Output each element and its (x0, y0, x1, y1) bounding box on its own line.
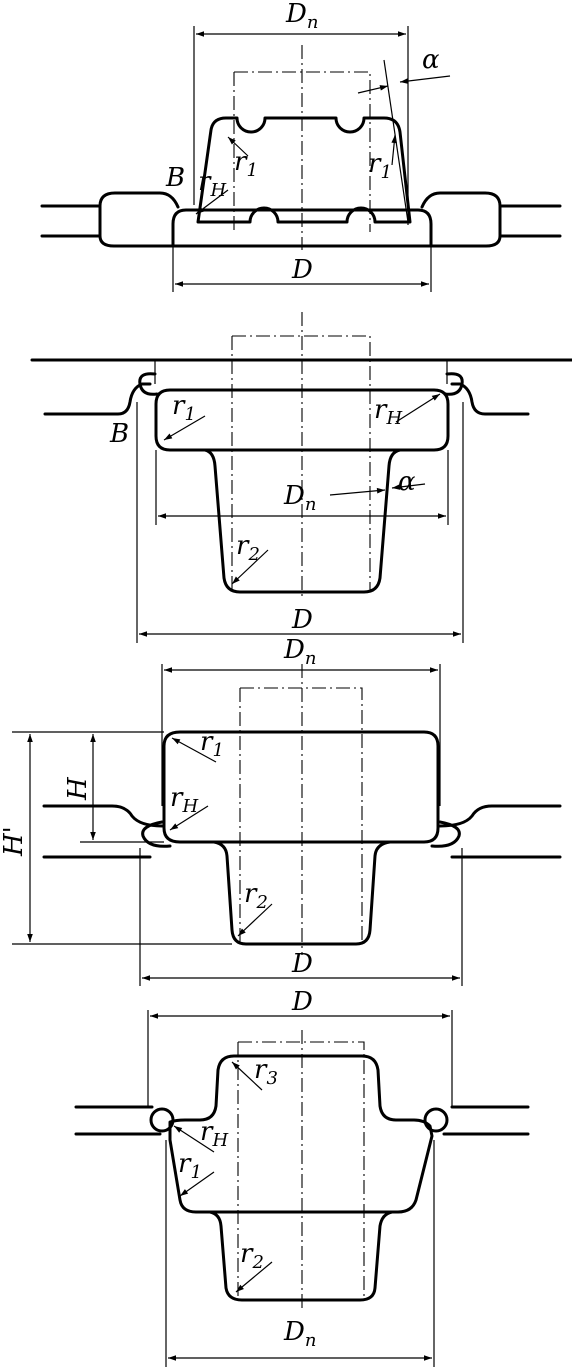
parting-line (498, 204, 562, 238)
flash (423, 1107, 449, 1133)
label-D: D (291, 255, 313, 285)
label-D: D (291, 987, 313, 1017)
label-r1: r1 (368, 149, 392, 183)
label-alpha: α (398, 467, 416, 497)
contour-line (239, 687, 363, 944)
forging-outline (162, 730, 440, 844)
flash (98, 191, 180, 248)
label-B: B (109, 419, 129, 449)
label-Hprime: H' (0, 826, 29, 857)
label-r1: r1 (178, 1149, 202, 1183)
forging-outline (196, 116, 412, 224)
flash (141, 820, 172, 848)
label-r1: r1 (200, 727, 224, 761)
label-D: D (291, 949, 313, 979)
parting-line (450, 382, 530, 416)
label-r2: r2 (236, 531, 260, 565)
panel-2: Dn D α r1 rH r2 B (30, 312, 572, 643)
label-Dn: Dn (285, 0, 318, 33)
label-rH: rH (200, 1117, 228, 1151)
label-r2: r2 (244, 879, 268, 913)
forging-outline (203, 448, 402, 594)
label-rH: rH (374, 395, 402, 429)
forging-outline (171, 208, 433, 248)
label-Dn: Dn (283, 481, 316, 515)
label-r1: r1 (234, 147, 258, 181)
label-rH: rH (198, 167, 226, 201)
label-B: B (165, 163, 185, 193)
parting-line (438, 804, 562, 828)
parting-line (40, 204, 102, 238)
parting-line (43, 382, 152, 416)
panel-4: D Dn r3 rH r1 r2 (74, 987, 530, 1367)
forging-outline (154, 388, 450, 452)
parting-line (442, 1105, 530, 1136)
parting-line (42, 804, 164, 828)
forging-outline (208, 1210, 394, 1302)
label-D: D (291, 605, 313, 635)
contour-line (231, 335, 371, 592)
flash (420, 191, 502, 248)
flash (443, 372, 464, 396)
label-r1: r1 (172, 391, 196, 425)
forging-outline (212, 840, 392, 946)
label-r2: r2 (240, 1239, 264, 1273)
flash (138, 372, 159, 396)
label-r3: r3 (254, 1055, 278, 1089)
contour-line (237, 1041, 365, 1300)
label-alpha: α (422, 45, 440, 75)
parting-line (74, 1105, 162, 1136)
forging-outline (168, 1054, 434, 1214)
label-Dn: Dn (283, 635, 316, 669)
panel-3: Dn D H H' r1 rH r2 (0, 635, 562, 986)
label-Dn: Dn (283, 1317, 316, 1351)
contour-line (233, 71, 371, 232)
label-H: H (63, 776, 93, 801)
label-rH: rH (170, 783, 198, 817)
flash (430, 820, 461, 848)
panel-1: Dn D α r1 r1 rH B (40, 0, 562, 292)
